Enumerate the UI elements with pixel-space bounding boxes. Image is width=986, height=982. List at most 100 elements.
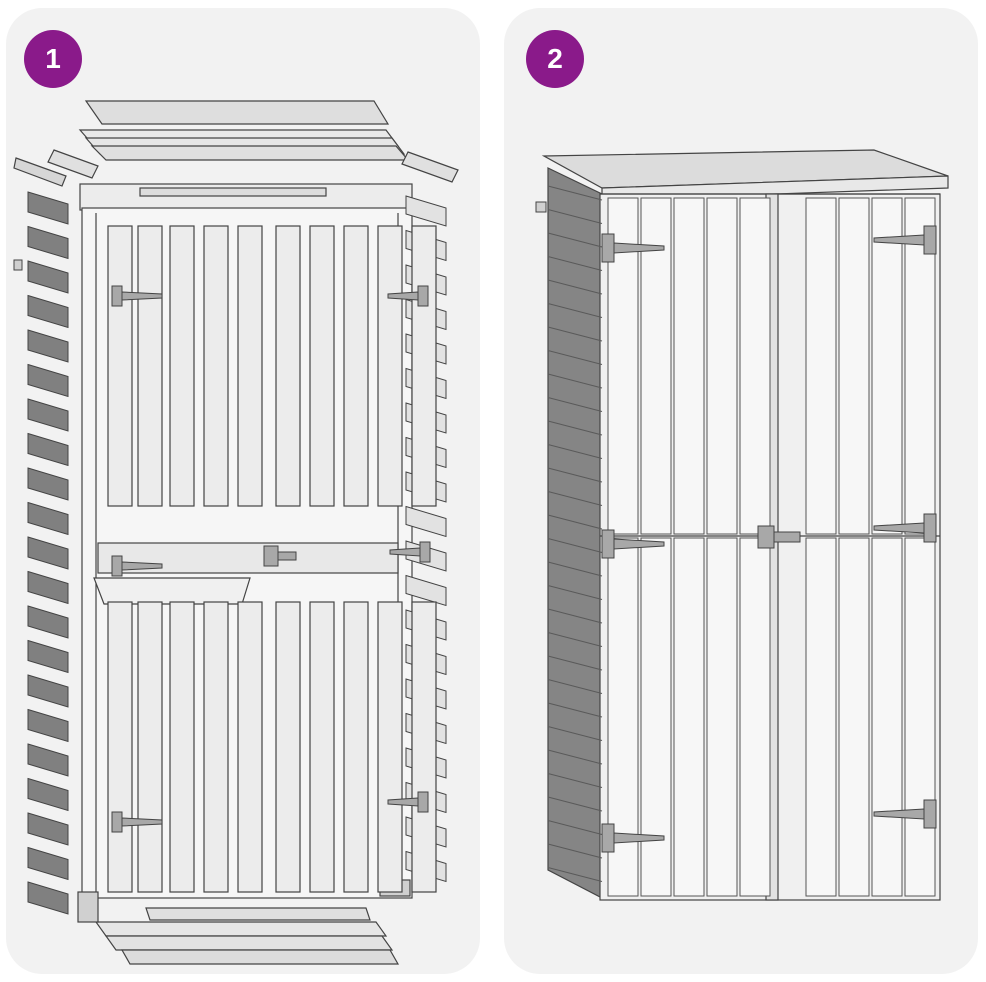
side-board-line [547,726,603,741]
front-board [706,537,738,897]
side-board-line [547,444,603,459]
wall-slat [27,398,69,432]
wall-slat [27,294,69,329]
front-board [706,197,738,535]
side-board-line [547,256,603,271]
door-slat [169,601,195,893]
door-slat [377,225,403,507]
wall-slat [27,260,69,294]
door-slat [107,601,133,893]
front-board [673,197,705,535]
hinge-icon [111,555,163,577]
roof-boards [78,129,410,161]
side-board-line [547,538,603,553]
wall-slat [27,329,69,363]
front-board [871,537,903,897]
side-board-line [547,232,603,248]
side-board-line [547,420,603,436]
door-slat [343,601,369,893]
door-slat [137,601,163,893]
floor-boards [94,907,400,965]
wall-slat [405,505,447,538]
door-slat [377,601,403,893]
wall-slat [27,501,69,536]
door-slat [275,225,301,507]
front-board [838,197,870,535]
step-1-panel: 1 [6,8,480,974]
wall-slat [27,743,69,777]
side-board-line [547,702,603,718]
front-board [640,537,672,897]
door-slat [309,225,335,507]
side-board-line [547,749,603,765]
wall-slat [27,536,69,570]
wall-slat [27,674,69,708]
roof-sheet [84,100,390,125]
door-slat [237,225,263,507]
front-board [838,537,870,897]
wall-slat [27,605,69,639]
hinge-icon [873,799,937,829]
hinge-icon [873,225,937,255]
door-slat [169,225,195,507]
front-board [739,197,771,535]
front-board [673,537,705,897]
side-board-line [547,585,603,600]
front-board [871,197,903,535]
step-number-2: 2 [547,43,563,74]
front-board [805,197,837,535]
side-board-line [547,185,603,201]
front-board [805,537,837,897]
top-beam-left [47,149,99,179]
side-board-line [547,796,603,812]
side-board-line [547,350,603,365]
wall-slat [27,363,69,398]
step-2-panel: 2 [504,8,978,974]
side-board-line [547,467,603,483]
wall-slat [27,639,69,674]
door-slat [203,601,229,893]
door-slat [411,225,437,507]
door-slat [343,225,369,507]
top-beam-right [401,151,459,183]
side-board-line [547,397,603,412]
wall-slat [27,777,69,812]
front-board [904,537,936,897]
hinge-icon [601,823,665,853]
front-board [640,197,672,535]
hinge-icon [387,285,429,307]
assembled-shed-illustration [535,149,949,901]
side-board-line [547,491,603,506]
side-board-line [547,373,603,389]
hinge-icon [601,529,665,559]
front-board [739,537,771,897]
wall-slat [27,432,69,467]
side-board-line [547,514,603,530]
wall-slat [27,812,69,846]
step-badge-2: 2 [526,30,584,88]
latch-icon [757,525,801,549]
wall-slat [27,846,69,881]
left-side-wall [27,191,69,915]
side-wall [547,167,603,899]
hinge-icon [111,811,163,833]
side-board-line [547,867,603,882]
shelf-board [93,577,251,605]
door-slat [275,601,301,893]
step-number-1: 1 [45,43,61,74]
side-board-line [547,326,603,342]
wall-slat [27,467,69,501]
side-board-line [547,843,603,859]
hinge-icon [873,513,937,543]
hinge-icon [601,233,665,263]
side-board-line [547,608,603,624]
wall-slat [27,570,69,605]
latch-icon [263,545,297,567]
side-board-line [547,303,603,318]
side-board-line [547,209,603,224]
door-slats [107,225,437,893]
side-board-line [547,820,603,835]
hinge-icon [387,791,429,813]
side-board-line [547,632,603,647]
wall-slat [27,708,69,743]
